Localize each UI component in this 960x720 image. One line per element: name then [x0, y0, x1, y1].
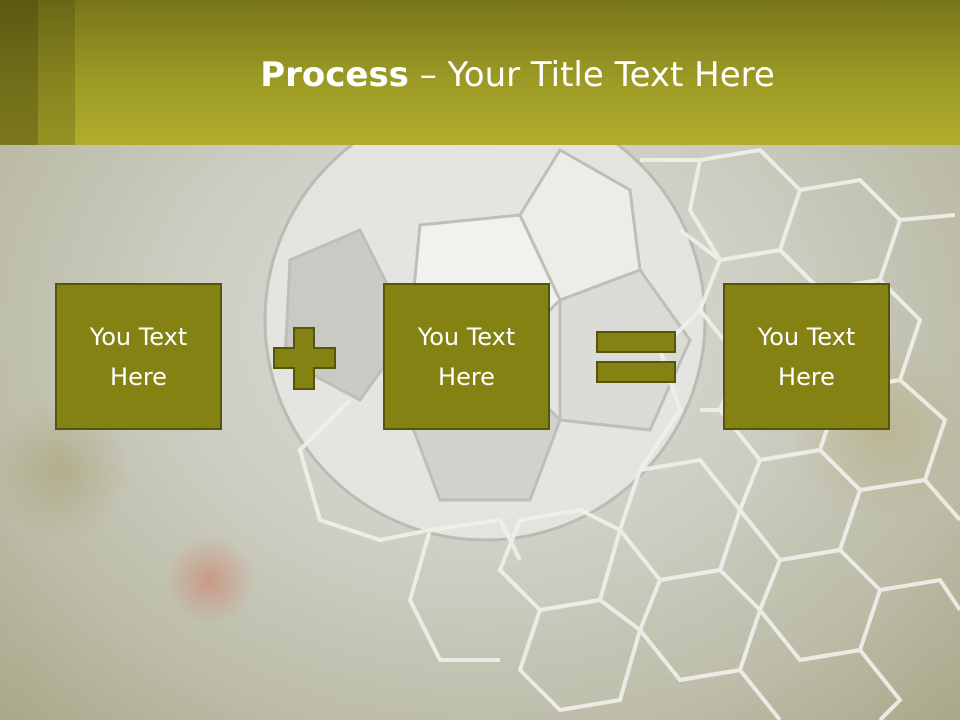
process-step-3-box[interactable]: You Text Here — [723, 283, 890, 430]
process-step-2-box[interactable]: You Text Here — [383, 283, 550, 430]
title-bold: Process — [260, 55, 409, 95]
process-step-1-text: You Text Here — [89, 322, 188, 391]
title-bar: Process – Your Title Text Here — [0, 0, 960, 145]
process-step-2-text: You Text Here — [417, 322, 516, 391]
slide-title[interactable]: Process – Your Title Text Here — [75, 50, 960, 100]
process-step-3-text: You Text Here — [757, 322, 856, 391]
plus-icon — [273, 327, 336, 390]
equals-icon — [596, 331, 676, 383]
header-accent-stripe — [38, 0, 75, 145]
process-step-1-box[interactable]: You Text Here — [55, 283, 222, 430]
title-rest: – Your Title Text Here — [408, 55, 775, 95]
header-accent-stripe — [0, 0, 38, 145]
